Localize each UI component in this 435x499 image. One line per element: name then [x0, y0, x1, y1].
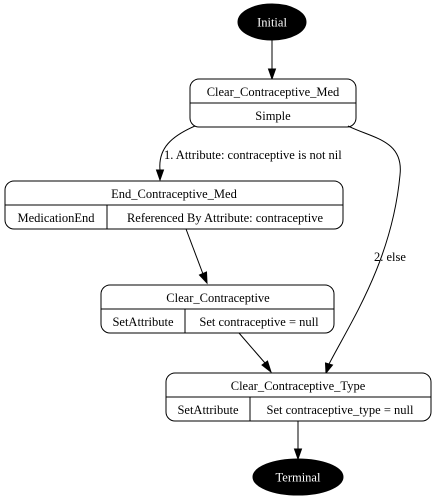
node-title: Clear_Contraceptive_Med — [207, 85, 340, 99]
clear-contraceptive-med-node: Clear_Contraceptive_Med Simple — [189, 78, 357, 128]
node-title: Clear_Contraceptive_Type — [231, 379, 366, 393]
terminal-label: Terminal — [276, 471, 321, 485]
initial-node: Initial — [237, 3, 307, 41]
node-detail: Set contraceptive = null — [199, 315, 319, 329]
clear-contraceptive-type-node: Clear_Contraceptive_Type SetAttribute Se… — [165, 372, 432, 422]
edge-end-med-to-clear — [185, 228, 208, 285]
edge-clear-to-type — [238, 332, 272, 374]
node-detail: Referenced By Attribute: contraceptive — [127, 211, 324, 225]
edge-label-condition: 1. Attribute: contraceptive is not nil — [164, 148, 342, 162]
clear-contraceptive-node: Clear_Contraceptive SetAttribute Set con… — [100, 284, 335, 334]
edge-initial-to-clear-med — [267, 40, 277, 81]
node-type: MedicationEnd — [17, 211, 95, 225]
end-contraceptive-med-node: End_Contraceptive_Med MedicationEnd Refe… — [4, 180, 344, 230]
edge-clear-med-to-end-med: 1. Attribute: contraceptive is not nil — [155, 125, 342, 182]
node-type: Simple — [255, 109, 291, 123]
node-detail: Set contraceptive_type = null — [267, 403, 414, 417]
edge-clear-med-to-type-else: 2. else — [324, 125, 406, 375]
initial-label: Initial — [257, 16, 287, 30]
node-title: End_Contraceptive_Med — [111, 187, 237, 201]
edge-label-else: 2. else — [374, 250, 406, 264]
node-title: Clear_Contraceptive — [166, 291, 270, 305]
terminal-node: Terminal — [252, 458, 344, 496]
node-type: SetAttribute — [112, 315, 174, 329]
node-type: SetAttribute — [177, 403, 239, 417]
edge-type-to-terminal — [293, 421, 303, 461]
